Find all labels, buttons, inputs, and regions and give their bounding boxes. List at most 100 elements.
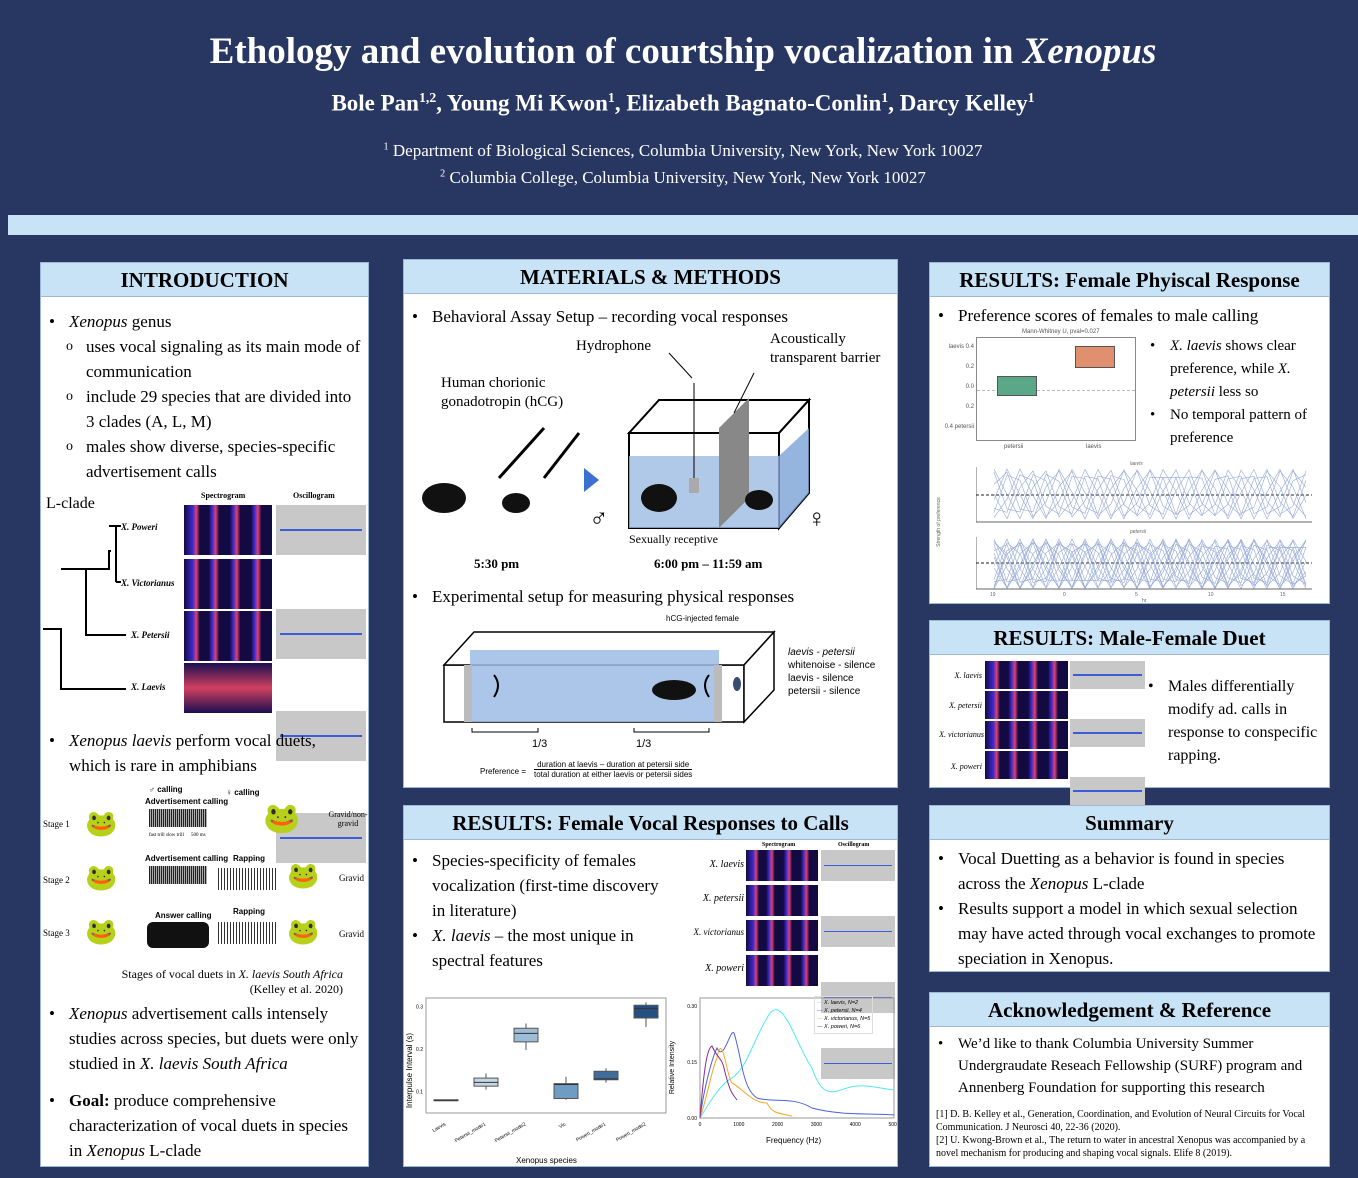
- text: perform vocal duets, which is rare in am…: [69, 731, 316, 775]
- author: Bole Pan: [331, 90, 419, 116]
- oscillogram-image: [276, 813, 366, 863]
- spectrogram-image: [184, 663, 272, 713]
- y-axis-label: Relative Intensity: [669, 1040, 677, 1095]
- column-label: Oscillogram: [293, 491, 335, 500]
- poster-header: Ethology and evolution of courtship voca…: [8, 0, 1358, 215]
- introduction-panel: INTRODUCTION Xenopus genus uses vocal si…: [40, 262, 369, 1167]
- bullet: We’d like to thank Columbia University S…: [930, 1033, 1328, 1099]
- text: Goal:: [69, 1091, 110, 1110]
- call-label: Advertisement calling: [145, 854, 229, 863]
- aquarium-illustration: [422, 352, 812, 531]
- sub-bullet: males show diverse, species-specific adv…: [41, 434, 361, 484]
- y-tick: 0.15: [687, 1060, 697, 1066]
- spectrogram-image: [746, 850, 818, 881]
- text: produce comprehensive characterization o…: [69, 1091, 348, 1160]
- x-tick: 5: [1135, 592, 1138, 598]
- stage-label: Stage 3: [43, 928, 70, 938]
- spectrogram-image: [985, 691, 1068, 719]
- summary-panel: Summary Vocal Duetting as a behavior is …: [929, 805, 1330, 972]
- trace-line: [993, 538, 1307, 590]
- x-tick: 15: [1280, 592, 1286, 598]
- box: [553, 1083, 579, 1100]
- reference: [2] U. Kwong-Brown et al., The return to…: [936, 1135, 1306, 1159]
- species-label: X. Poweri: [121, 522, 158, 532]
- trace-line: [993, 538, 1307, 590]
- condition: laevis - petersii: [788, 647, 855, 658]
- call-label: Advertisement calling: [145, 797, 229, 806]
- title-italic: Xenopus: [1022, 31, 1157, 72]
- female-state: Gravid/non-gravid: [328, 810, 368, 828]
- bullet: X. laevis shows clear preference, while …: [1142, 335, 1330, 404]
- species-label: X. Laevis: [131, 682, 166, 692]
- aff-sup: 1: [383, 141, 389, 153]
- waveform: [149, 866, 207, 884]
- panel-title: Acknowledgement & Reference: [930, 993, 1329, 1027]
- y-tick: 0.2: [416, 1047, 423, 1053]
- bullet: Preference scores of females to male cal…: [930, 303, 1330, 328]
- trace-line: [993, 468, 1307, 520]
- preference-setup-figure: hCG-injected female 1/3 1/3 laevis - pet…: [404, 610, 899, 788]
- tick: 0.2: [965, 404, 974, 410]
- y-axis-label: Strength of preference: [935, 497, 942, 547]
- preference-formula: duration at laevis – duration at petersi…: [534, 760, 693, 779]
- author-sup: 1: [881, 90, 889, 105]
- affiliation: 1 Department of Biological Sciences, Col…: [8, 141, 1358, 161]
- bullet: Xenopus advertisement calls intensely st…: [41, 1001, 359, 1076]
- panel-title: RESULTS: Male-Female Duet: [930, 621, 1329, 655]
- trace-line: [993, 468, 1307, 520]
- bullet: Results support a model in which sexual …: [930, 896, 1328, 971]
- text: Xenopus laevis: [69, 731, 172, 750]
- species-label: X. poweri: [705, 963, 744, 974]
- phylogeny-tree: [43, 525, 126, 690]
- stat-label: Mann-Whitney U, pval=0.027: [1022, 329, 1100, 335]
- temporal-preference-chart: laevis petersii 19 0 5 10 15 hr Strength…: [930, 459, 1330, 604]
- plot-area: [976, 337, 1136, 441]
- male-calling-label: ♂ calling: [149, 785, 183, 794]
- text: (Kelley et al. 2020): [249, 982, 343, 996]
- bullet: Xenopus genus: [41, 309, 361, 334]
- text: L-clade: [145, 1141, 202, 1160]
- author: Darcy Kelley: [899, 90, 1028, 116]
- physical-list: Preference scores of females to male cal…: [930, 303, 1330, 328]
- species-label: X. victorianus: [693, 927, 745, 937]
- x-tick: 5000: [888, 1122, 897, 1128]
- text: advertisement calls intensely studies ac…: [69, 1004, 359, 1073]
- text: less so: [1215, 384, 1259, 400]
- female-state: Gravid: [339, 929, 364, 939]
- bullet: Vocal Duetting as a behavior is found in…: [930, 846, 1328, 896]
- species-label: X. Victorianus: [121, 578, 175, 588]
- spectrum-line: [699, 1045, 738, 1119]
- legend-item: — X. petersii, N=4: [817, 1008, 862, 1014]
- preference-boxplot: Mann-Whitney U, pval=0.027 laevis 0.4 0.2…: [932, 329, 1142, 455]
- plot-frame: [699, 997, 895, 1119]
- legend-item: — X. laevis, N=2: [817, 1000, 859, 1006]
- text: X. laevis South Africa: [139, 1054, 288, 1073]
- y-tick: 0.3: [416, 1005, 423, 1011]
- intro-list: Xenopus laevis perform vocal duets, whic…: [41, 728, 361, 778]
- box-laevis: [1075, 346, 1115, 368]
- female-state: Gravid: [339, 873, 364, 883]
- condition: whitenoise - silence: [788, 660, 876, 671]
- legend-item: — X. poweri, N=6: [817, 1024, 861, 1030]
- trace-line: [993, 538, 1307, 590]
- vocal-list: Species-specificity of females vocalizat…: [404, 848, 676, 973]
- bullet: Males differentially modify ad. calls in…: [1140, 675, 1328, 767]
- oscillogram-image: [276, 609, 366, 659]
- ack-list: We’d like to thank Columbia University S…: [930, 1033, 1328, 1099]
- text: Xenopus: [69, 1004, 128, 1023]
- legend-label: X. laevis, N=2: [824, 1000, 859, 1006]
- receptive-label: Sexually receptive: [629, 532, 718, 546]
- poster-title: Ethology and evolution of courtship voca…: [8, 30, 1358, 73]
- species-label: X. laevis: [954, 671, 982, 680]
- aff-text: Columbia College, Columbia University, N…: [449, 168, 926, 187]
- bullet: Behavioral Assay Setup – recording vocal…: [404, 304, 894, 329]
- condition: laevis - silence: [788, 673, 854, 684]
- methods-panel: MATERIALS & METHODS Behavioral Assay Set…: [403, 259, 898, 788]
- author: Young Mi Kwon: [446, 90, 608, 116]
- tick: laevis 0.4: [948, 344, 974, 350]
- title-text: Ethology and evolution of courtship voca…: [209, 31, 1023, 72]
- frog-icon: [641, 484, 677, 512]
- hcg-female-label: hCG-injected female: [666, 614, 739, 623]
- trace-line: [993, 538, 1307, 590]
- header-divider: [8, 215, 1358, 235]
